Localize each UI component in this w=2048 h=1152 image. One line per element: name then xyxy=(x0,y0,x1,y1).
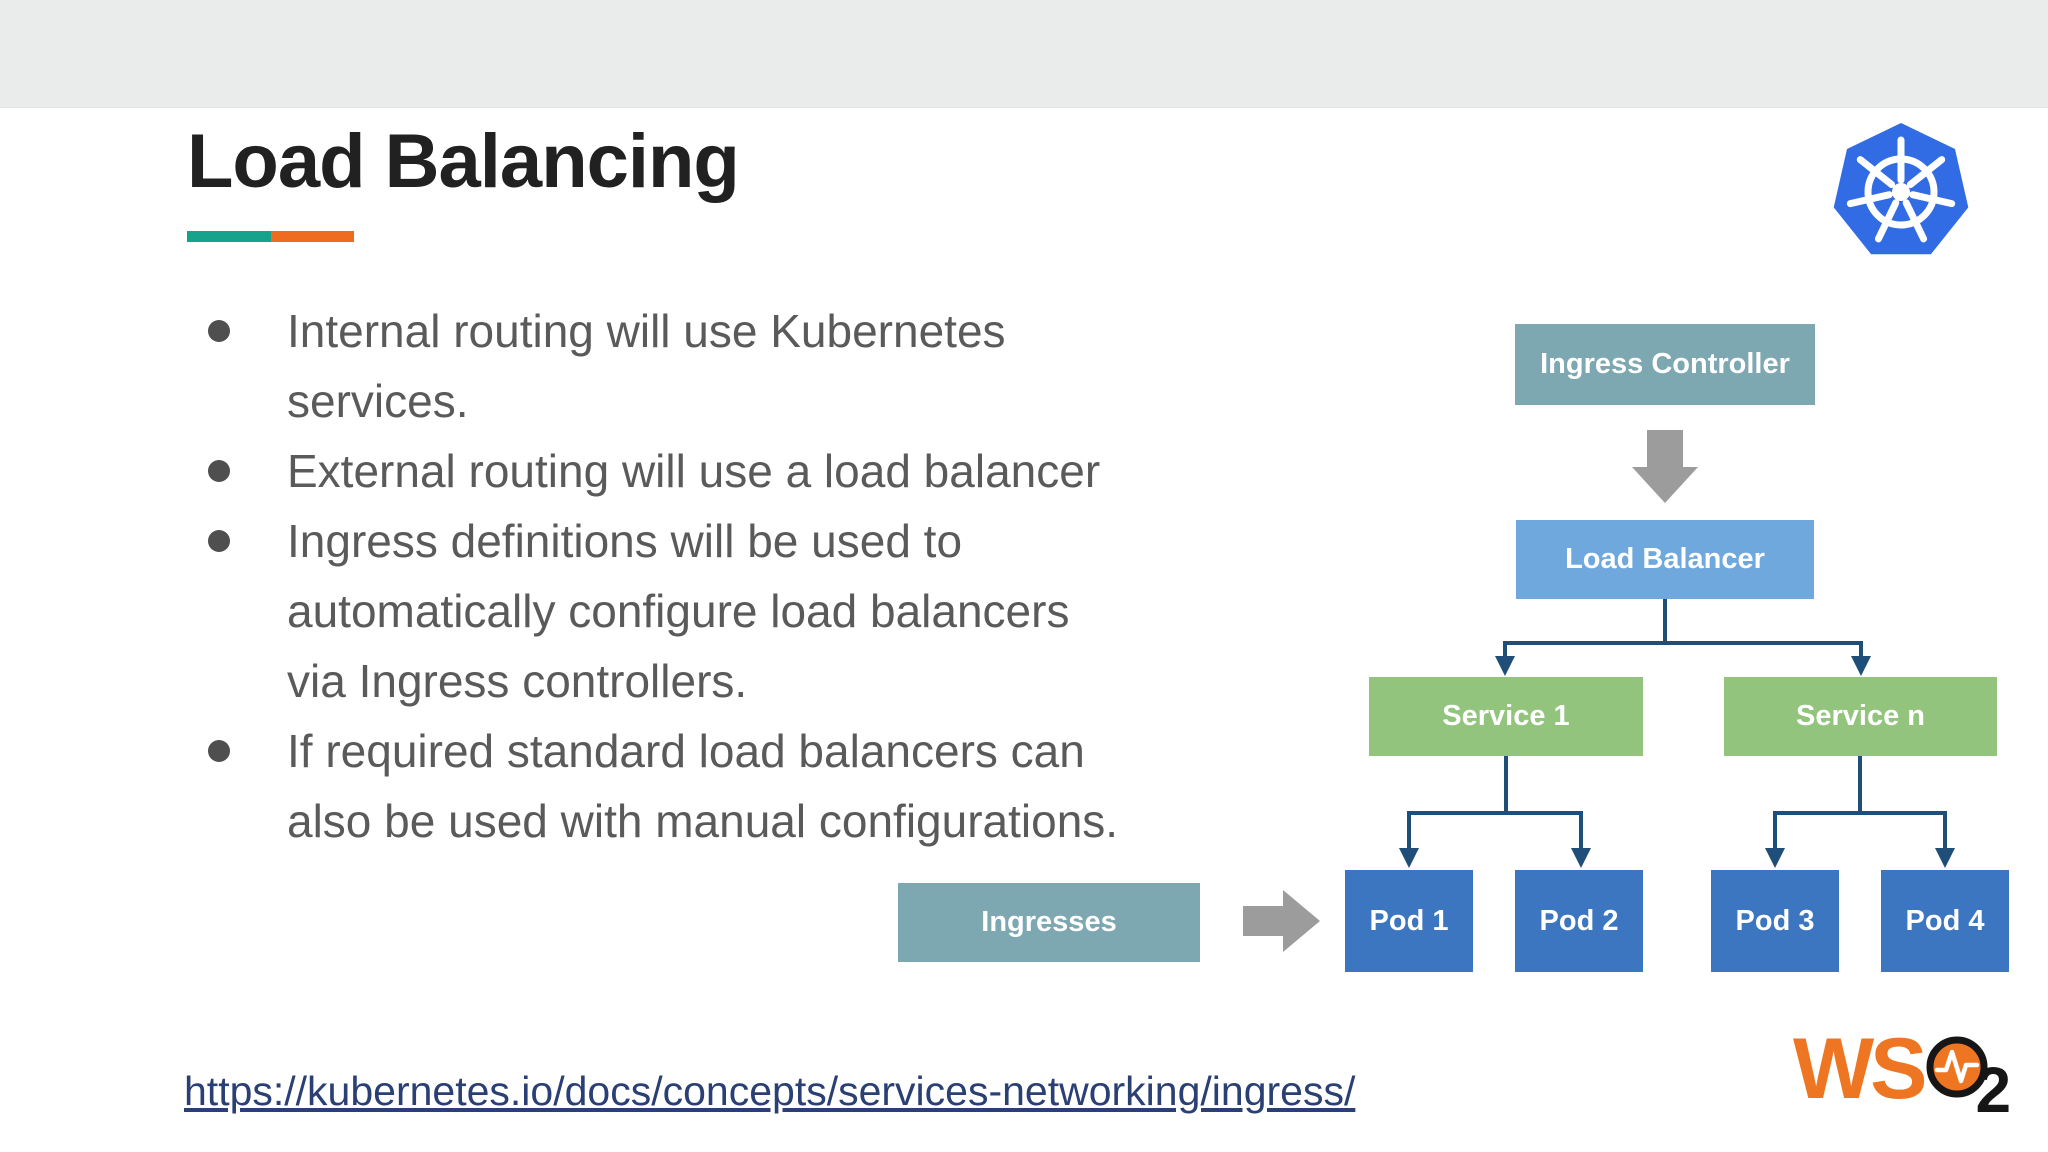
node-pod-1: Pod 1 xyxy=(1345,870,1473,972)
wso2-o-pulse-icon xyxy=(1926,1036,1988,1098)
node-service-1: Service 1 xyxy=(1369,677,1643,756)
arrow-down-icon xyxy=(1632,430,1698,503)
bullet-text: External routing will use a load balance… xyxy=(287,445,1101,497)
bullet-list: Internal routing will use Kubernetes ser… xyxy=(208,296,1308,856)
node-ingresses: Ingresses xyxy=(898,883,1200,962)
node-label: Load Balancer xyxy=(1565,543,1765,575)
node-label: Pod 3 xyxy=(1735,904,1815,937)
bullet-item: If required standard load balancers can … xyxy=(208,716,1308,856)
node-pod-2: Pod 2 xyxy=(1515,870,1643,972)
bullet-dot-icon xyxy=(208,320,230,342)
wso2-ws-text: WS xyxy=(1793,1021,1928,1117)
bullet-dot-icon xyxy=(208,740,230,762)
title-accent-bar xyxy=(187,231,354,242)
bullet-dot-icon xyxy=(208,530,230,552)
top-band xyxy=(0,0,2048,108)
bullet-item: Internal routing will use Kubernetes ser… xyxy=(208,296,1308,436)
node-label: Ingresses xyxy=(981,906,1117,938)
bullet-dot-icon xyxy=(208,460,230,482)
node-label: Pod 2 xyxy=(1539,904,1619,937)
arrow-right-icon xyxy=(1243,890,1320,952)
page-title: Load Balancing xyxy=(187,119,740,204)
bullet-item: Ingress definitions will be used to auto… xyxy=(208,506,1308,716)
node-pod-4: Pod 4 xyxy=(1881,870,2009,972)
bullet-text: Ingress definitions will be used to auto… xyxy=(287,515,1070,707)
node-label: Ingress Controller xyxy=(1540,348,1790,380)
bullet-text: Internal routing will use Kubernetes ser… xyxy=(287,305,1006,427)
node-pod-3: Pod 3 xyxy=(1711,870,1839,972)
node-ingress-controller: Ingress Controller xyxy=(1515,324,1815,405)
node-load-balancer: Load Balancer xyxy=(1516,520,1814,599)
node-label: Service n xyxy=(1796,700,1925,732)
kubernetes-logo-icon xyxy=(1833,123,1969,255)
wso2-two-text: 2 xyxy=(1975,1054,2012,1126)
node-label: Service 1 xyxy=(1442,700,1570,732)
accent-teal-segment xyxy=(187,231,271,242)
wso2-logo: WS 2 xyxy=(1793,1026,2011,1122)
node-service-n: Service n xyxy=(1724,677,1997,756)
accent-orange-segment xyxy=(271,231,354,242)
node-label: Pod 4 xyxy=(1905,904,1985,937)
bullet-text: If required standard load balancers can … xyxy=(287,725,1119,847)
node-label: Pod 1 xyxy=(1369,904,1449,937)
source-link[interactable]: https://kubernetes.io/docs/concepts/serv… xyxy=(184,1068,1356,1114)
bullet-item: External routing will use a load balance… xyxy=(208,436,1308,506)
